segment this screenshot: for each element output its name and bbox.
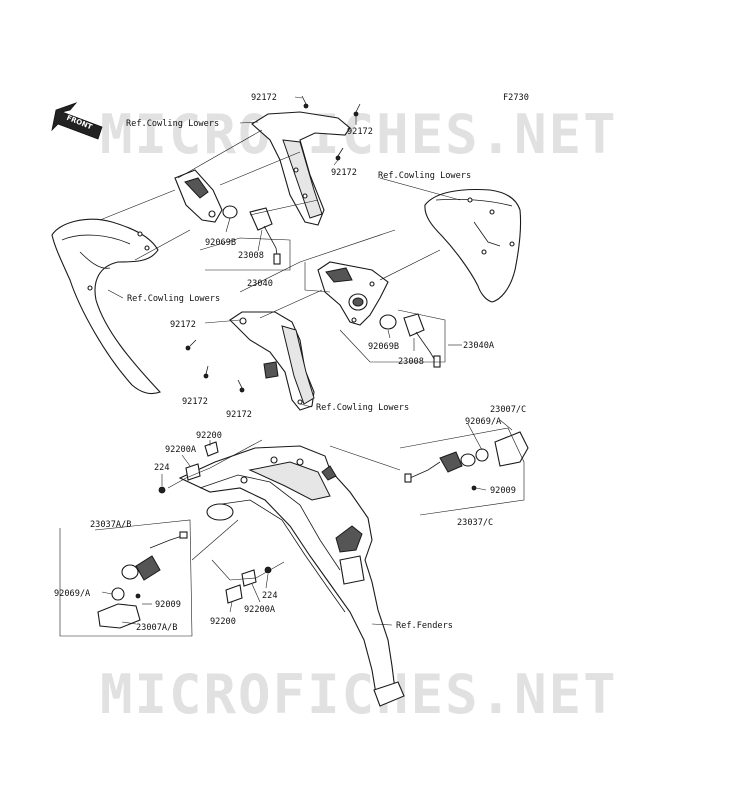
rear-right-signal-assembly bbox=[404, 431, 529, 491]
lens-23007ab bbox=[97, 603, 141, 629]
label-23040: 23040 bbox=[247, 279, 273, 289]
label-23008-right: 23008 bbox=[398, 357, 424, 367]
label-23007ab: 23007A/B bbox=[136, 623, 177, 633]
label-92172-top: 92172 bbox=[251, 93, 277, 103]
label-92172-right: 92172 bbox=[347, 127, 373, 137]
bulb-92069b-right bbox=[379, 314, 397, 330]
label-ref-fenders: Ref.Fenders bbox=[396, 621, 453, 631]
label-23040a: 23040A bbox=[463, 341, 495, 351]
label-92009-left: 92009 bbox=[155, 600, 181, 610]
label-92069b-left: 92069B bbox=[205, 238, 236, 248]
label-92200-bottom: 92200 bbox=[210, 617, 236, 627]
label-224-top: 224 bbox=[154, 463, 170, 473]
lens-23007c bbox=[494, 431, 529, 467]
label-92200a-bottom: 92200A bbox=[244, 605, 276, 615]
right-cowling-lower-shape bbox=[424, 189, 522, 303]
left-cowling-lower-shape bbox=[51, 218, 161, 395]
socket-23008-left bbox=[249, 207, 273, 231]
label-92200-top: 92200 bbox=[196, 431, 222, 441]
washer-92200a-top bbox=[185, 463, 201, 481]
screw-92172-right-b bbox=[203, 365, 209, 379]
washer-92200-top bbox=[204, 441, 219, 457]
screw-92172-top bbox=[301, 95, 309, 109]
label-23007c: 23007/C bbox=[490, 405, 526, 415]
label-92172-right-b: 92172 bbox=[182, 397, 208, 407]
label-92069b-right: 92069B bbox=[368, 342, 399, 352]
label-224-bottom: 224 bbox=[262, 591, 278, 601]
label-92172-right-a: 92172 bbox=[170, 320, 196, 330]
socket-23008-right bbox=[403, 313, 425, 337]
label-92200a-top: 92200A bbox=[165, 445, 197, 455]
plate-mount-shape bbox=[373, 681, 405, 707]
label-ref-cowling-lowers-3: Ref.Cowling Lowers bbox=[127, 294, 220, 304]
rear-left-signal-assembly bbox=[97, 531, 188, 629]
label-92172-side: 92172 bbox=[331, 168, 357, 178]
bulb-92069b-left bbox=[222, 205, 238, 219]
nut-224-bottom bbox=[264, 566, 272, 574]
label-23037ab: 23037A/B bbox=[90, 520, 131, 530]
bulb-92069a-left bbox=[111, 587, 125, 601]
front-arrow-icon: FRONT bbox=[51, 102, 103, 140]
screw-92172-right-c bbox=[237, 379, 245, 393]
nut-224-top bbox=[158, 486, 166, 494]
bulb-92069a-right bbox=[475, 448, 489, 462]
label-92069a-right: 92069/A bbox=[465, 417, 502, 427]
watermark-bottom: MICROFICHES.NET bbox=[100, 663, 618, 726]
washer-92200-bottom bbox=[225, 584, 243, 604]
screw-92172-right-a bbox=[185, 339, 197, 351]
rear-fender-shape bbox=[178, 445, 396, 701]
label-ref-cowling-lowers-1: Ref.Cowling Lowers bbox=[126, 119, 219, 129]
label-92069a-left: 92069/A bbox=[54, 589, 91, 599]
label-23037c: 23037/C bbox=[457, 518, 493, 528]
label-ref-cowling-lowers-4: Ref.Cowling Lowers bbox=[316, 403, 409, 413]
screw-92172-right bbox=[353, 103, 361, 117]
label-92009-right: 92009 bbox=[490, 486, 516, 496]
label-23008-left: 23008 bbox=[238, 251, 264, 261]
washer-92200a-bottom bbox=[241, 569, 257, 587]
label-92172-right-c: 92172 bbox=[226, 410, 252, 420]
label-ref-cowling-lowers-2: Ref.Cowling Lowers bbox=[378, 171, 471, 181]
figure-code: F2730 bbox=[503, 93, 529, 103]
